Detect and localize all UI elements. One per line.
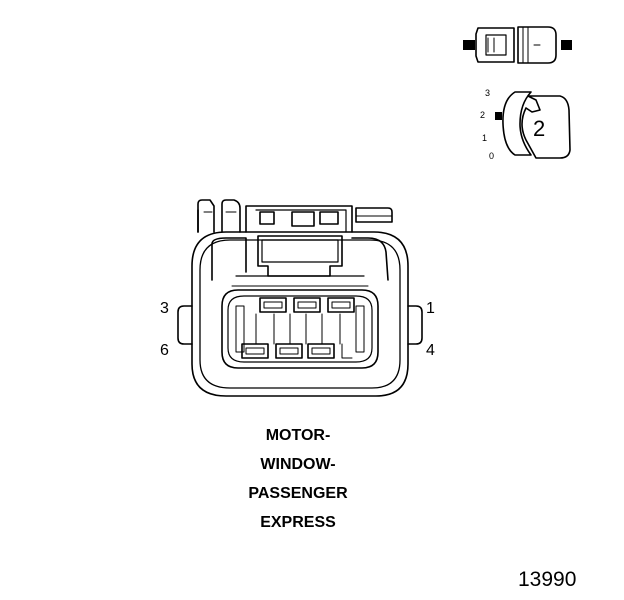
pin-label-4: 4 bbox=[426, 342, 435, 359]
key-scale-label-2: 2 bbox=[480, 110, 486, 120]
connector-name-line-3: PASSENGER bbox=[248, 485, 348, 502]
key-scale-label-1: 1 bbox=[482, 133, 488, 143]
connector-name-line-1: MOTOR- bbox=[265, 427, 331, 444]
connector-name-line-2: WINDOW- bbox=[260, 456, 336, 473]
terminal-row-bottom bbox=[241, 343, 335, 359]
key-scale-label-3: 3 bbox=[485, 88, 491, 98]
pin-label-3: 3 bbox=[160, 300, 169, 317]
pin-label-1: 1 bbox=[426, 300, 435, 317]
connector-side-view-icon bbox=[463, 26, 572, 64]
figure-number: 13990 bbox=[518, 568, 577, 591]
key-position-icon bbox=[495, 91, 571, 159]
key-scale-label-0: 0 bbox=[489, 151, 495, 161]
terminal-row-top bbox=[259, 297, 355, 313]
connector-name-line-4: EXPRESS bbox=[260, 514, 336, 531]
connector-face bbox=[177, 199, 423, 397]
pin-label-6: 6 bbox=[160, 342, 169, 359]
key-number: 2 bbox=[533, 116, 546, 141]
